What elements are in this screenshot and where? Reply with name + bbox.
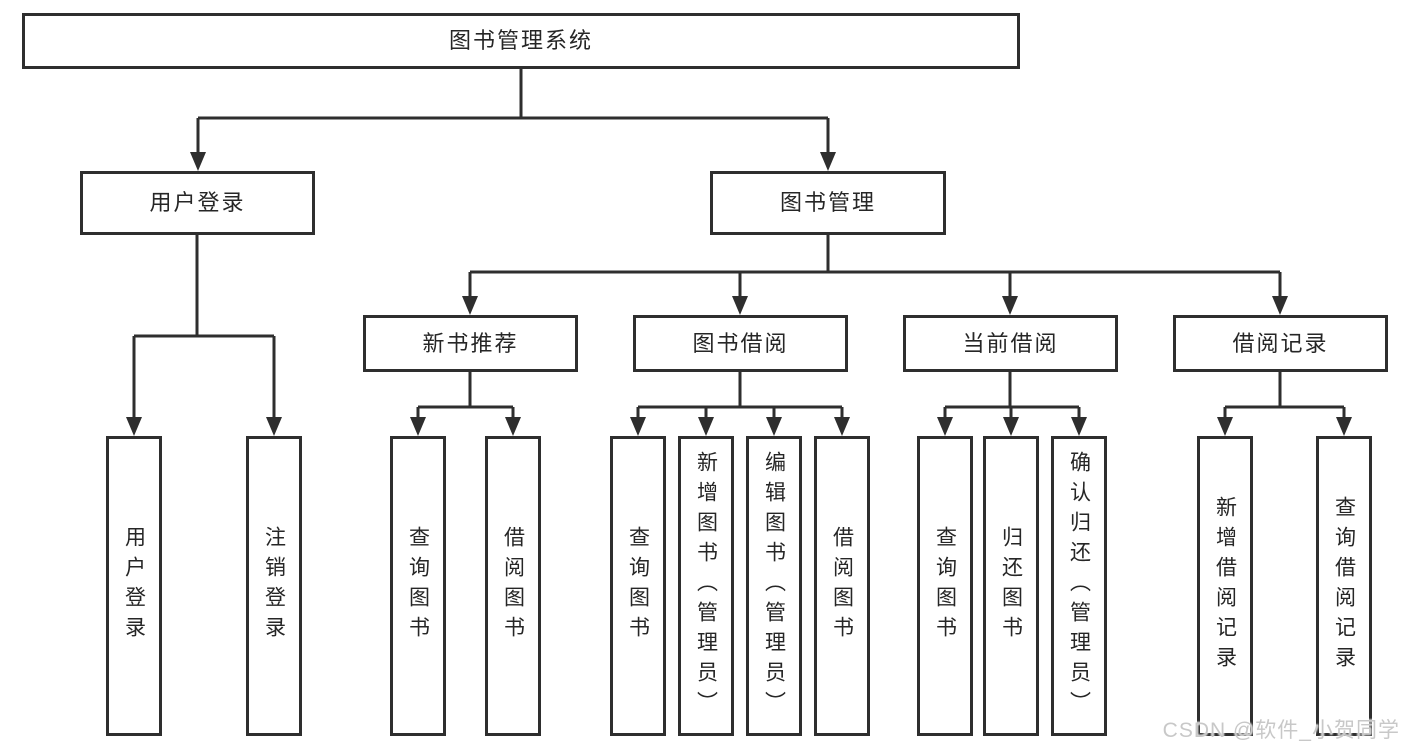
node-book-borrow: 图书借阅: [633, 315, 848, 372]
node-label: 查询借阅记录: [1332, 496, 1356, 676]
node-label: 查询图书: [933, 526, 957, 646]
leaf-confirm-return-admin: 确认归还（管理员）: [1051, 436, 1107, 736]
node-label: 当前借阅: [962, 330, 1059, 356]
leaf-query-books-borrow: 查询图书: [610, 436, 666, 736]
leaf-query-books-recommend: 查询图书: [390, 436, 446, 736]
leaf-query-borrow-record: 查询借阅记录: [1316, 436, 1372, 736]
node-label: 借阅图书: [830, 526, 854, 646]
leaf-return-book: 归还图书: [983, 436, 1039, 736]
csdn-watermark: CSDN @软件_小贺同学: [1162, 719, 1400, 742]
leaf-query-books-current: 查询图书: [917, 436, 973, 736]
node-label: 查询图书: [406, 526, 430, 646]
node-label: 用户登录: [122, 526, 146, 646]
leaf-borrow-books-recommend: 借阅图书: [485, 436, 541, 736]
node-label: 新书推荐: [422, 330, 519, 356]
node-user-login: 用户登录: [80, 171, 315, 235]
node-label: 图书管理系统: [448, 28, 593, 53]
node-library-management-system: 图书管理系统: [22, 13, 1020, 69]
node-borrow-records: 借阅记录: [1173, 315, 1388, 372]
leaf-add-borrow-record: 新增借阅记录: [1197, 436, 1253, 736]
leaf-borrow-books: 借阅图书: [814, 436, 870, 736]
node-label: 用户登录: [149, 190, 246, 215]
node-label: 注销登录: [262, 526, 286, 646]
node-book-management: 图书管理: [710, 171, 946, 235]
node-label: 查询图书: [626, 526, 650, 646]
node-label: 借阅记录: [1232, 330, 1329, 356]
leaf-edit-book-admin: 编辑图书（管理员）: [746, 436, 802, 736]
node-label: 新增图书（管理员）: [694, 451, 718, 721]
node-label: 编辑图书（管理员）: [762, 451, 786, 721]
node-label: 图书借阅: [692, 330, 789, 356]
node-label: 图书管理: [779, 190, 876, 215]
node-label: 确认归还（管理员）: [1067, 451, 1091, 721]
leaf-logout: 注销登录: [246, 436, 302, 736]
leaf-add-book-admin: 新增图书（管理员）: [678, 436, 734, 736]
node-label: 新增借阅记录: [1213, 496, 1237, 676]
node-new-book-recommend: 新书推荐: [363, 315, 578, 372]
leaf-user-login: 用户登录: [106, 436, 162, 736]
node-label: 归还图书: [999, 526, 1023, 646]
node-current-borrow: 当前借阅: [903, 315, 1118, 372]
node-label: 借阅图书: [501, 526, 525, 646]
